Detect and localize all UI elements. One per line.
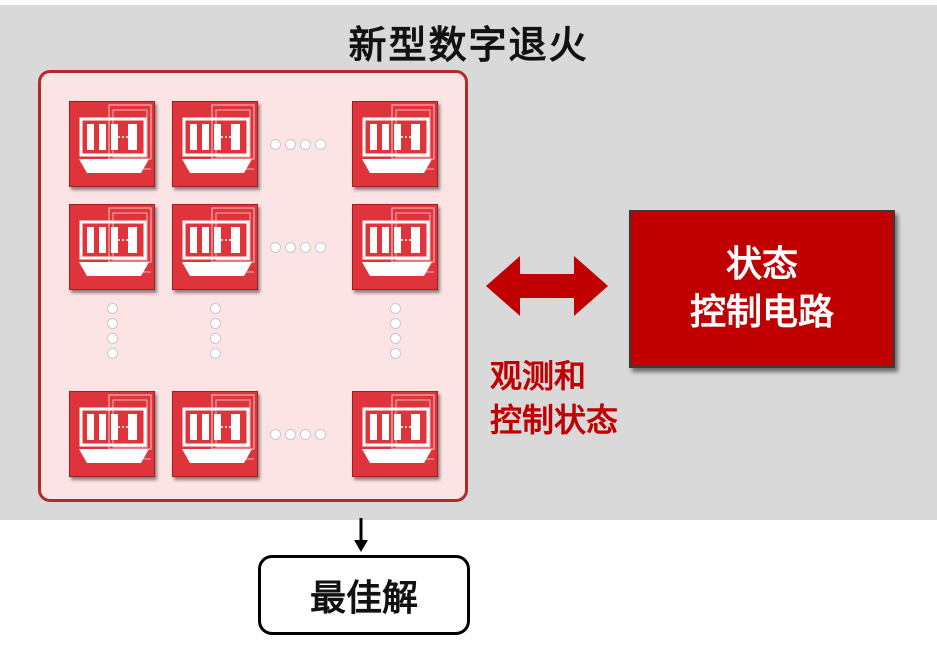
observe-label-line1: 观测和	[490, 357, 587, 395]
double-arrow-icon	[486, 256, 608, 316]
down-arrow-icon	[354, 518, 368, 552]
annealing-unit-icon	[352, 391, 438, 477]
annealing-unit-icon	[69, 204, 155, 290]
annealing-unit-icon	[172, 101, 258, 187]
control-circuit-line2: 控制电路	[689, 292, 834, 333]
optimal-solution-box: 最佳解	[258, 555, 470, 635]
observe-label-line2: 控制状态	[490, 401, 619, 439]
page-title: 新型数字退火	[348, 23, 589, 67]
annealing-unit-icon	[172, 391, 258, 477]
state-control-circuit: 状态 控制电路	[629, 210, 895, 368]
control-circuit-line1: 状态	[725, 244, 798, 285]
horizontal-ellipsis	[270, 139, 326, 150]
observe-control-label: 观测和 控制状态	[490, 354, 618, 442]
vertical-ellipsis	[210, 303, 221, 359]
vertical-ellipsis	[390, 303, 401, 359]
annealing-unit-array	[38, 70, 468, 502]
annealing-unit-icon	[352, 204, 438, 290]
annealing-unit-icon	[69, 391, 155, 477]
annealing-unit-icon	[352, 101, 438, 187]
vertical-ellipsis	[107, 303, 118, 359]
annealing-unit-icon	[69, 101, 155, 187]
horizontal-ellipsis	[270, 242, 326, 253]
annealing-unit-icon	[172, 204, 258, 290]
horizontal-ellipsis	[270, 429, 326, 440]
